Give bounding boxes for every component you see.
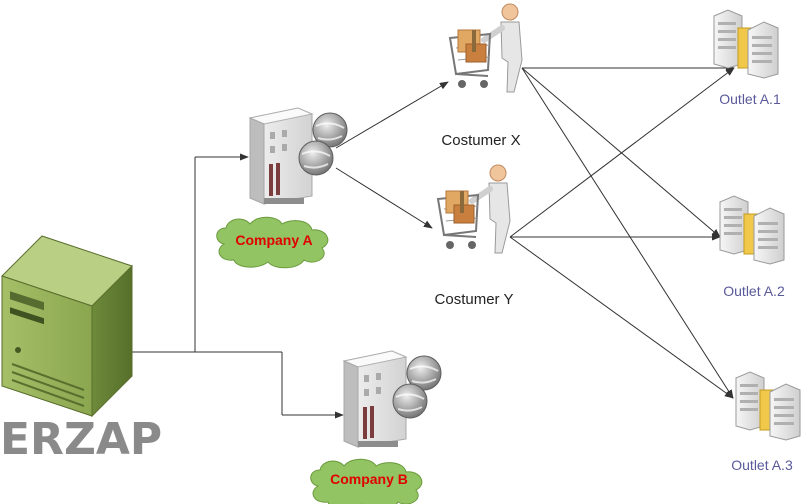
server-rack-icon: [719, 195, 785, 265]
outlet-a2-node[interactable]: Outlet A.2: [719, 195, 785, 299]
customer-x-node[interactable]: Costumer X: [441, 4, 522, 149]
outlet-a2-label: Outlet A.2: [723, 283, 785, 299]
server-rack-icon: [735, 371, 801, 441]
outlet-a1-node[interactable]: Outlet A.1: [713, 9, 781, 107]
customer-x-label: Costumer X: [441, 132, 520, 149]
server-icon: [1, 235, 133, 418]
shopping-cart-person-icon: [450, 4, 522, 92]
office-building-globe-icon: [343, 350, 442, 448]
outlet-a3-node[interactable]: Outlet A.3: [731, 371, 801, 473]
erzap-server[interactable]: ERZAP: [0, 235, 162, 465]
company-b-node[interactable]: Company B: [310, 350, 442, 504]
office-building-globe-icon: [249, 107, 348, 205]
customer-y-node[interactable]: Costumer Y: [435, 165, 514, 308]
company-a-node[interactable]: Company A: [216, 107, 348, 269]
outlet-a1-label: Outlet A.1: [719, 91, 781, 107]
company-b-label: Company B: [330, 471, 408, 487]
outlet-a3-label: Outlet A.3: [731, 457, 793, 473]
company-a-label: Company A: [235, 232, 312, 248]
customer-y-label: Costumer Y: [435, 291, 514, 308]
shopping-cart-person-icon: [438, 165, 510, 253]
server-label: ERZAP: [0, 414, 162, 465]
